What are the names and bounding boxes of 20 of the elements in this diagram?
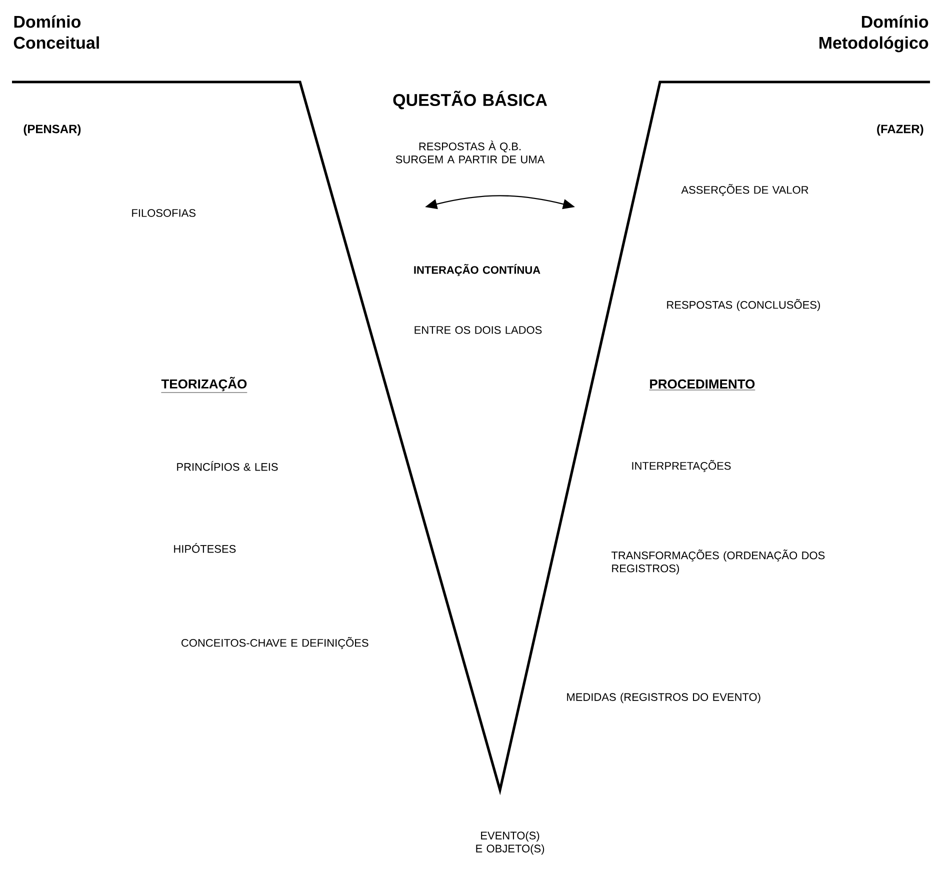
interaction-label: INTERAÇÃO CONTÍNUA [414, 264, 540, 276]
method-item: RESPOSTAS (CONCLUSÕES) [667, 299, 820, 311]
question-heading: QUESTÃO BÁSICA [393, 90, 547, 110]
section-heading: PROCEDIMENTO [649, 379, 756, 390]
method-item: TRANSFORMAÇÕES (ORDENAÇÃO DOS REGISTROS) [611, 550, 825, 574]
concept-item: CONCEITOS-CHAVE E DEFINIÇÕES [182, 637, 368, 649]
question-note: RESPOSTAS À Q.B. SURGEM A PARTIR DE UMA [396, 140, 545, 164]
side-label: (FAZER) [877, 124, 924, 136]
method-item: ASSERÇÕES DE VALOR [681, 184, 808, 196]
concept-item: PRINCÍPIOS & LEIS [177, 461, 278, 471]
side-label: (PENSAR) [24, 124, 81, 136]
concept-item: HIPÓTESES [174, 543, 236, 553]
method-item: INTERPRETAÇÕES [632, 460, 731, 472]
section-heading: TEORIZAÇÃO [161, 376, 248, 393]
domain-heading: Domínio Metodológico [819, 15, 928, 52]
domain-heading: Domínio Conceitual [14, 15, 99, 49]
method-item: MEDIDAS (REGISTROS DO EVENTO) [567, 692, 760, 704]
concept-item: FILOSOFIAS [132, 209, 196, 217]
event-label: EVENTO(S) E OBJETO(S) [476, 831, 544, 855]
interaction-label: ENTRE OS DOIS LADOS [414, 326, 542, 334]
